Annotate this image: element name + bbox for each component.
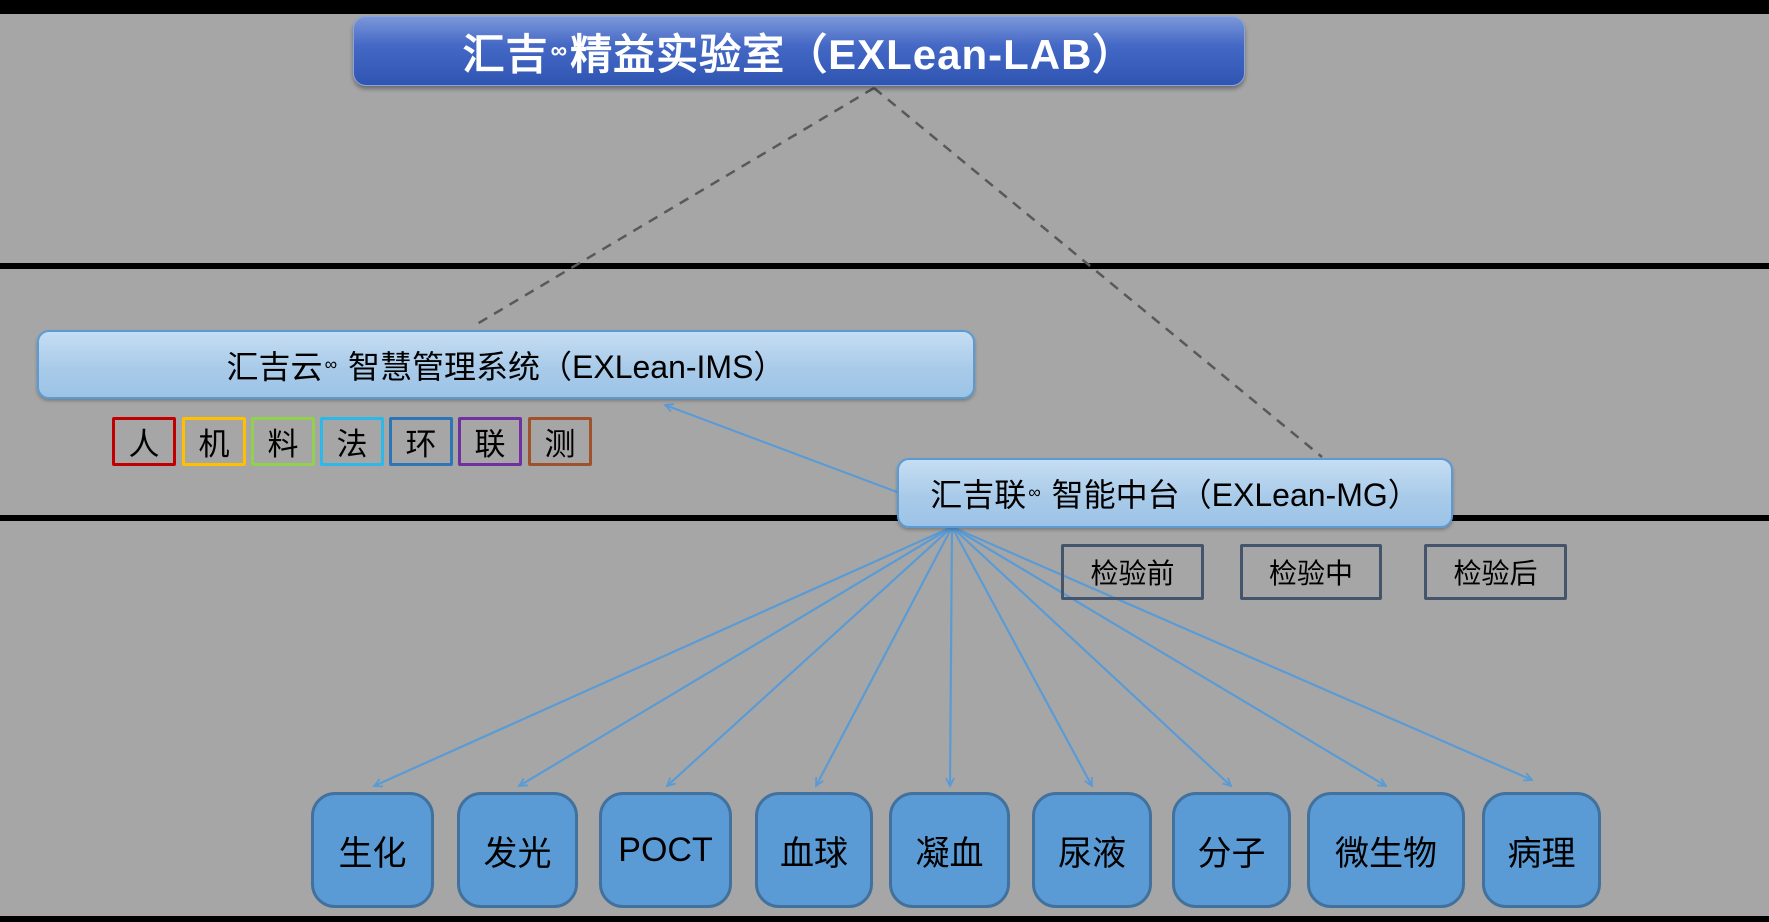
factor-chip-lian: 联 [458, 417, 522, 466]
phase-label: 检验后 [1453, 558, 1538, 589]
ims-box: 汇吉云∞ 智慧管理系统（EXLean-IMS） [37, 330, 975, 399]
mg-box: 汇吉联∞ 智能中台（EXLean-MG） [897, 458, 1453, 528]
discipline-box-xueqiu: 血球 [755, 792, 873, 908]
ims-box-label: 汇吉云∞ 智慧管理系统（EXLean-IMS） [226, 348, 786, 385]
discipline-box-shenghua: 生化 [311, 792, 434, 908]
arrow-mg-to-ningxue [945, 526, 955, 789]
lab-banner: 汇吉∞精益实验室（EXLean-LAB） [353, 16, 1245, 86]
top-divider-bar [0, 0, 1769, 14]
dashed-link-banner-to-mg [873, 87, 1323, 458]
arrow-mg-to-fenzi [951, 526, 1233, 788]
phase-label: 检验中 [1268, 558, 1353, 589]
section-divider-2 [0, 515, 1769, 521]
section-divider-1 [0, 263, 1769, 269]
factor-chip-liao: 料 [251, 417, 315, 466]
phase-box-post-exam: 检验后 [1424, 544, 1567, 600]
discipline-box-bingli: 病理 [1482, 792, 1601, 908]
discipline-label: 尿液 [1058, 834, 1126, 873]
lab-banner-title: 汇吉∞精益实验室（EXLean-LAB） [462, 30, 1136, 78]
arrow-mg-to-bingli [951, 525, 1534, 782]
discipline-label: 发光 [483, 834, 552, 873]
factor-label: 机 [198, 427, 230, 462]
factor-label: 料 [267, 427, 299, 462]
infinity-symbol: ∞ [324, 353, 338, 374]
factor-label: 法 [336, 427, 368, 462]
discipline-label: 病理 [1507, 834, 1576, 873]
infinity-symbol: ∞ [550, 37, 569, 64]
discipline-box-poct: POCT [599, 792, 732, 908]
discipline-label: 血球 [780, 834, 848, 873]
arrow-mg-to-shenghua [372, 525, 953, 788]
arrow-mg-to-poct [665, 526, 953, 788]
factor-chip-huan: 环 [389, 417, 453, 466]
arrow-mg-to-weishengwu [951, 526, 1388, 788]
discipline-label: POCT [618, 830, 713, 869]
discipline-box-faguang: 发光 [457, 792, 578, 908]
discipline-box-niaoye: 尿液 [1032, 792, 1152, 908]
discipline-label: 凝血 [915, 834, 984, 873]
phase-label: 检验前 [1090, 558, 1175, 589]
arrow-mg-to-niaoye [951, 526, 1093, 788]
factor-chip-ji: 机 [182, 417, 246, 466]
arrow-mg-to-xueqiu [815, 526, 953, 788]
discipline-box-fenzi: 分子 [1172, 792, 1291, 908]
bottom-divider-bar [0, 916, 1769, 922]
arrow-mg-to-ims [663, 403, 898, 494]
factor-label: 测 [544, 427, 576, 462]
phase-box-in-exam: 检验中 [1240, 544, 1382, 600]
factor-label: 环 [405, 427, 437, 462]
factor-label: 人 [128, 427, 160, 462]
infinity-symbol: ∞ [1028, 482, 1041, 503]
mg-box-label: 汇吉联∞ 智能中台（EXLean-MG） [930, 477, 1420, 513]
phase-box-pre-exam: 检验前 [1061, 544, 1204, 600]
discipline-box-weishengwu: 微生物 [1307, 792, 1465, 908]
factor-label: 联 [474, 427, 506, 462]
dashed-link-banner-to-ims [471, 86, 875, 329]
factor-chip-fa: 法 [320, 417, 384, 466]
arrow-mg-to-faguang [517, 526, 953, 788]
discipline-label: 分子 [1197, 834, 1266, 873]
discipline-box-ningxue: 凝血 [889, 792, 1010, 908]
discipline-label: 生化 [338, 834, 407, 873]
factor-chip-ce: 测 [528, 417, 592, 466]
factor-chip-ren: 人 [112, 417, 176, 466]
discipline-label: 微生物 [1335, 834, 1437, 873]
